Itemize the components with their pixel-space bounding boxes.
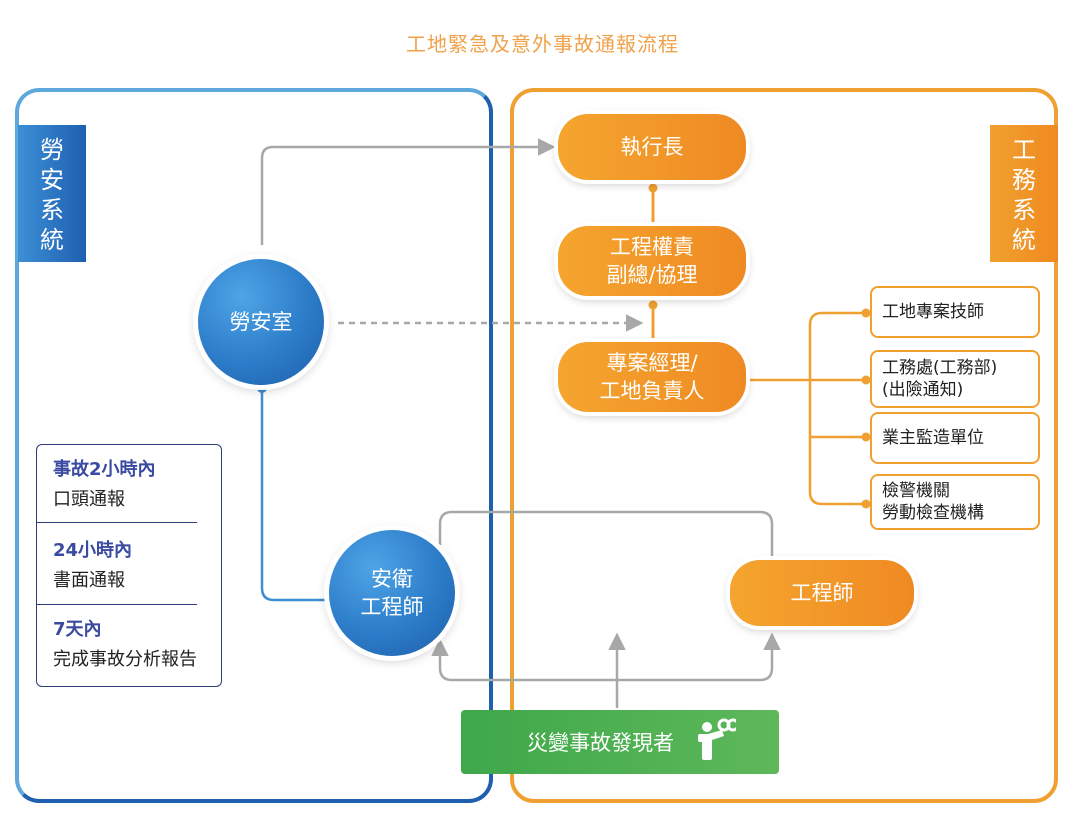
tree-dot-1	[861, 308, 871, 318]
engineer-label: 工程師	[790, 581, 854, 605]
ceo-node: 執行長	[558, 114, 746, 180]
side-box-label: 檢警機關	[882, 481, 950, 501]
safety-engineer-label-line2: 工程師	[360, 595, 424, 619]
side-box-site-engineer: 工地專案技師	[870, 286, 1040, 338]
pm-label-line2: 工地負責人	[599, 379, 705, 403]
safety-office-label: 勞安室	[229, 310, 293, 334]
side-box-label: (出險通知)	[882, 380, 964, 400]
engineering-system-char: 系	[1012, 196, 1036, 224]
line-safety-engineer-to-engineer	[438, 510, 774, 556]
vp-node: 工程權責 副總/協理	[558, 226, 746, 296]
engineering-system-char: 工	[1012, 136, 1036, 164]
safety-system-char: 統	[40, 226, 64, 254]
side-box-label: 工務處(工務部)	[882, 358, 998, 378]
safety-system-char: 系	[40, 196, 64, 224]
vp-label-line1: 工程權責	[610, 235, 694, 259]
timeline-entry: 7天內 完成事故分析報告	[53, 615, 197, 675]
node-dot-ceo	[648, 183, 658, 193]
tree-trunk	[808, 311, 866, 506]
arrow-safety-office-to-ceo	[260, 138, 556, 245]
engineering-system-char: 務	[1012, 166, 1036, 194]
safety-system-tab: 勞 安 系 統	[18, 125, 86, 262]
timeline-divider	[37, 522, 197, 523]
pm-node: 專案經理/ 工地負責人	[558, 342, 746, 412]
diagram-title: 工地緊急及意外事故通報流程	[406, 32, 679, 56]
safety-system-char: 勞	[40, 136, 64, 164]
safety-office-node: 勞安室	[198, 259, 324, 385]
tree-dot-3	[861, 432, 871, 442]
side-box-owner-supervisor: 業主監造單位	[870, 412, 1040, 464]
timeline-deadline: 24小時內	[53, 540, 133, 561]
timeline-entry: 事故2小時內 口頭通報	[53, 455, 156, 515]
arrow-reporter-to-engineer	[617, 632, 781, 682]
safety-system-frame	[15, 88, 493, 803]
binoculars-person-icon	[696, 718, 740, 767]
safety-engineer-label-line1: 安衛	[371, 567, 413, 591]
timeline-deadline: 7天內	[53, 619, 102, 640]
tree-dot-4	[861, 499, 871, 509]
side-box-label: 工地專案技師	[882, 302, 984, 322]
timeline-deadline: 事故2小時內	[53, 459, 156, 480]
reporting-timeline: 事故2小時內 口頭通報 24小時內 書面通報 7天內 完成事故分析報告	[36, 444, 222, 687]
engineering-system-char: 統	[1012, 226, 1036, 254]
reporter-label: 災變事故發現者	[527, 731, 674, 755]
side-box-police-labor-inspection: 檢警機關 勞動檢查機構	[870, 474, 1040, 530]
tree-dot-2	[861, 375, 871, 385]
engineering-system-frame	[510, 88, 1058, 803]
safety-system-char: 安	[40, 166, 64, 194]
ceo-label: 執行長	[620, 135, 684, 159]
vp-label-line2: 副總/協理	[606, 263, 698, 287]
engineer-node: 工程師	[730, 560, 914, 626]
line-safety-office-to-safety-engineer	[260, 388, 330, 602]
timeline-action: 書面通報	[53, 570, 125, 591]
pm-label-line1: 專案經理/	[606, 351, 698, 375]
side-box-label: 業主監造單位	[882, 428, 984, 448]
timeline-action: 完成事故分析報告	[53, 649, 197, 670]
arrow-reporter-to-safety-engineer	[431, 638, 619, 708]
side-box-engineering-dept: 工務處(工務部) (出險通知)	[870, 350, 1040, 408]
timeline-action: 口頭通報	[53, 489, 125, 510]
safety-engineer-node: 安衛 工程師	[329, 530, 455, 656]
side-box-label: 勞動檢查機構	[882, 503, 984, 523]
node-dot-safety-office	[257, 383, 267, 393]
timeline-entry: 24小時內 書面通報	[53, 536, 132, 596]
engineering-system-tab: 工 務 系 統	[990, 125, 1058, 262]
timeline-divider	[37, 604, 197, 605]
node-dot-vp	[648, 300, 658, 310]
reporter-node: 災變事故發現者	[461, 710, 779, 774]
